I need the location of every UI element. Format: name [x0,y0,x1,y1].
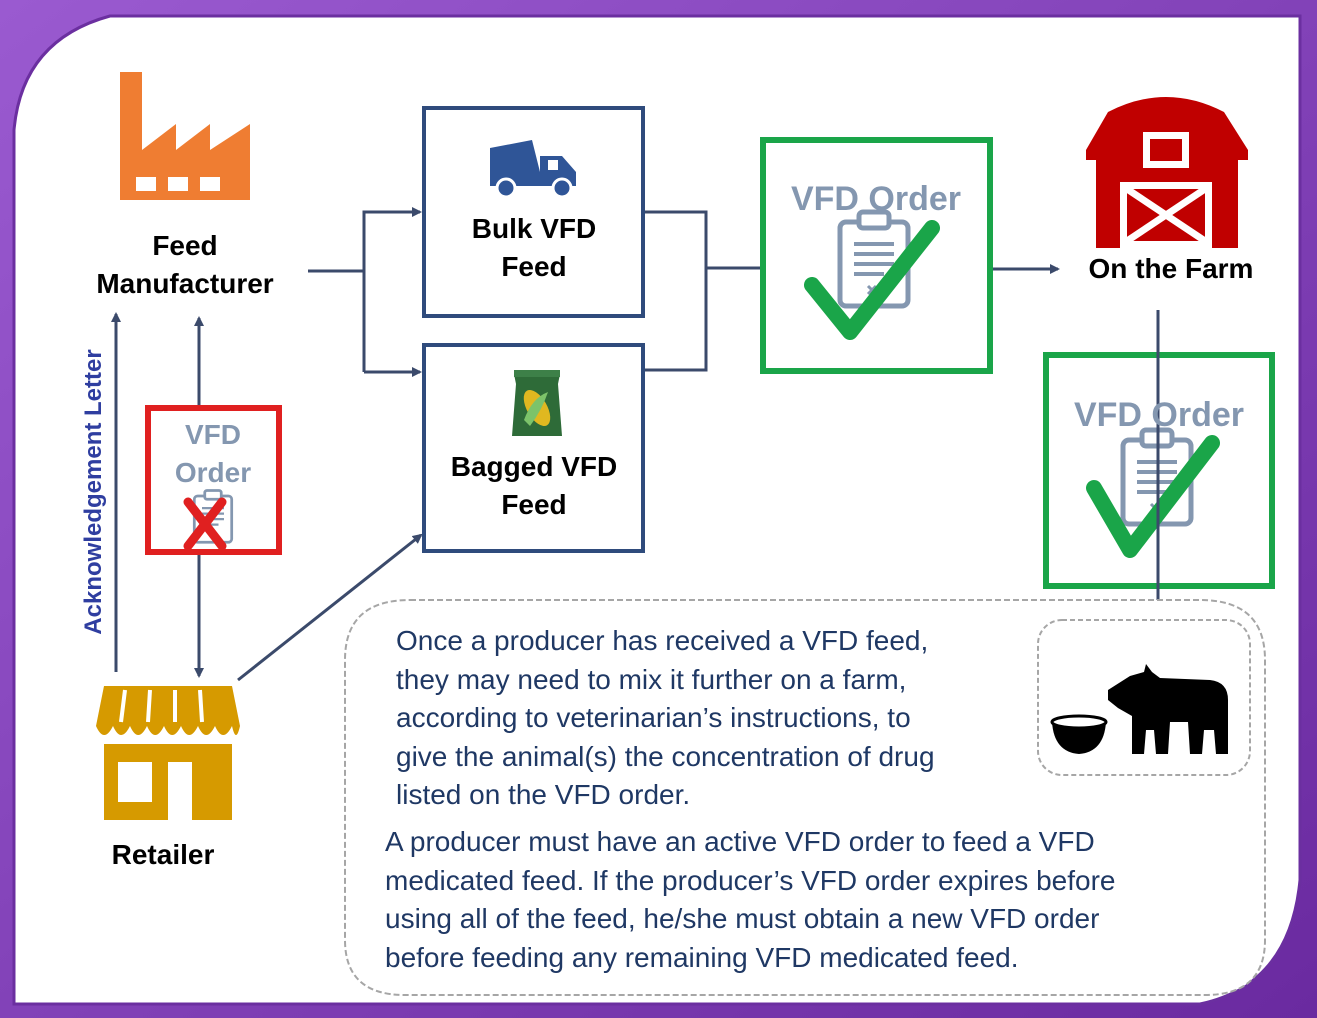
on-the-farm-label: On the Farm [1088,253,1254,284]
bulk-feed-box [422,106,645,318]
storefront-icon [96,686,240,820]
note-active-order-line: medicated feed. If the producer’s VFD or… [385,864,1116,896]
note-active-order-line: A producer must have an active VFD order… [385,826,1095,857]
vfd-order-label-main: VFD Order [791,180,961,218]
retailer-label: Retailer [111,839,215,870]
note-mixing: Once a producer has received a VFD feed,… [396,622,1016,815]
bagged-feed-label: Bagged VFD Feed [450,451,618,520]
feed-bag-icon [512,370,562,436]
feed-to-order-connector [645,210,762,372]
bulk-feed-label: Bulk VFD Feed [471,213,597,282]
dump-truck-icon [490,140,576,199]
note-mixing-line: they may need to mix it further on a far… [396,663,907,695]
checkmark-icon [804,220,940,340]
acknowledgement-letter-label: Acknowledgement Letter [80,349,107,634]
note-mixing-line: Once a producer has received a VFD feed, [396,625,929,656]
checkmark-icon-farm [1086,435,1220,558]
note-active-order-line: before feeding any remaining VFD medicat… [385,941,1019,973]
note-mixing-line: listed on the VFD order. [396,779,691,810]
vfd-order-label-farm: VFD Order [1074,396,1244,434]
retailer-to-bagged-arrow [237,533,423,682]
note-panel [344,599,1266,996]
manufacturer-connector [308,207,422,377]
x-mark-icon [183,497,227,551]
note-active-order-line: using all of the feed, he/she must obtai… [385,903,1100,934]
note-mixing-line: give the animal(s) the concentration of … [396,740,935,772]
feed-manufacturer-label: Feed Manufacturer [96,230,274,299]
note-mixing-line: according to veterinarian’s instructions… [396,702,911,733]
barn-icon [1086,97,1248,248]
cow-icon [1108,664,1228,754]
note-active-order: A producer must have an active VFD order… [385,823,1255,977]
bowl-icon [1050,714,1108,754]
vfd-order-label-rejected: VFD Order [174,419,252,488]
factory-icon [120,72,250,200]
